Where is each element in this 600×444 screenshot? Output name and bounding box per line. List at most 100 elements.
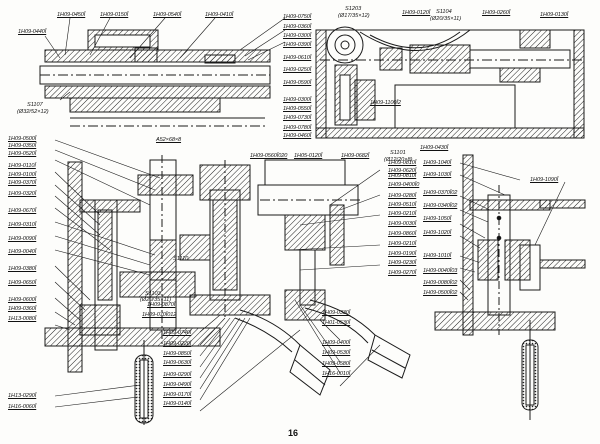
callout-label: 1H09-0630Ĭ <box>163 360 192 366</box>
standard-part-code: S1103 <box>145 291 161 297</box>
callout-label: 1H09-0100Ĭ <box>8 172 37 178</box>
callout-label: 1H09-0120Ĭ <box>402 10 431 16</box>
key-spec-label: A52×68×8 <box>156 137 182 143</box>
standard-part-spec: (Ø20/35×11) <box>430 16 462 22</box>
callout-label: 1H09-1050Ĭ <box>423 216 452 222</box>
callout-label: 1H09-0040Ĭ <box>8 249 37 255</box>
middle-left-section <box>44 155 221 373</box>
left-handle <box>134 340 154 425</box>
callout-label: 1H09-0500Ĭ02 <box>423 290 458 296</box>
callout-label: 1H09-0260Ĭ <box>482 10 511 16</box>
callout-label: 1H09-0290Ĭ <box>163 372 192 378</box>
callout-label: 1H09-0300Ĭ <box>283 33 312 39</box>
callout-label: 1H09-0340Ĭ02 <box>423 203 458 209</box>
page-number: 16 <box>288 428 299 438</box>
callout-label: 1H09-0080Ĭ02 <box>423 280 458 286</box>
callout-label: 1H09-0210Ĭ <box>388 211 417 217</box>
callout-label: 1H13-0290Ĭ <box>8 393 37 399</box>
callout-label: 1H09-0030Ĭ <box>388 221 417 227</box>
standard-part-spec: (Ø17/35×12) <box>338 13 370 19</box>
callout-label: 1H16-0060Ĭ <box>8 404 37 410</box>
callout-label: 1H09-0300Ĭ <box>283 97 312 103</box>
callout-label: 1H09-0380Ĭ <box>8 266 37 272</box>
callout-label: 1H09-070Ĭ012 <box>142 312 177 318</box>
callout-label: 1H09-0170Ĭ <box>163 392 192 398</box>
callout-label: 1H09-0490Ĭ <box>163 382 192 388</box>
callout-label: 1H16-0010Ĭ <box>322 371 351 377</box>
callout-label: 1H09-0400Ĭ <box>322 340 351 346</box>
callout-label: 1H09-0870Ĭ <box>147 302 176 308</box>
callout-label: 1H09-0330Ĭ <box>322 310 351 316</box>
standard-part-spec: (Ø32/52×12) <box>17 109 49 115</box>
standard-part-code: S1101 <box>390 150 406 156</box>
callout-label: 1H09-0400Ĭ0 <box>388 182 420 188</box>
callout-label: 1H09-0110Ĭ <box>8 163 36 169</box>
callout-label: 1H09-0650Ĭ <box>8 280 37 286</box>
callout-label: 1H09-0230Ĭ <box>388 260 417 266</box>
callout-label: 1H09-0410Ĭ <box>205 12 234 18</box>
leader-lines <box>44 17 566 412</box>
standard-part-code: S1104 <box>436 9 452 15</box>
standard-part-spec: (Ø12/20×8) <box>384 157 413 163</box>
callout-label: 1H09-0190Ĭ <box>388 251 417 257</box>
callout-label: 1H09-0450Ĭ <box>57 12 86 18</box>
callout-label: 1H09-0850Ĭ <box>163 351 192 357</box>
callout-label: 1H09-1100Ĭ2 <box>370 100 401 106</box>
callout-label: 1H09-0130Ĭ <box>540 12 569 18</box>
callout-label: 1H05-0120Ĭ <box>294 153 323 159</box>
callout-label: 1H09-0390Ĭ <box>283 42 312 48</box>
right-section <box>434 154 586 420</box>
callout-label: 1H09-0150Ĭ <box>100 12 129 18</box>
bent-lever-handles <box>234 299 411 396</box>
callout-label: 1H09-0310Ĭ <box>8 222 37 228</box>
top-left-shaft-assembly <box>39 29 271 127</box>
callout-label: 1H09-0210Ĭ <box>388 241 417 247</box>
callout-label: 1H09-0610Ĭ <box>283 55 312 61</box>
callout-label: 1H09-0670Ĭ <box>8 208 37 214</box>
callout-label: 1H09-0810Ĭ <box>388 173 417 179</box>
callout-label: 1H09-0500Ĭ <box>8 136 37 142</box>
callout-label: 1H09-0320Ĭ <box>8 191 37 197</box>
callout-label: 1H09-0460Ĭ <box>283 133 312 139</box>
standard-part-spec: (Ø20/35×11) <box>140 297 172 303</box>
callout-label: 1H09-0040Ĭ03 <box>423 268 458 274</box>
callout-label: 1H09-1040Ĭ <box>423 160 452 166</box>
callout-label: 1H09-0350Ĭ <box>8 143 37 149</box>
callout-label: 1H09-0270Ĭ <box>388 270 417 276</box>
callout-label: 1H13-0080Ĭ <box>8 316 37 322</box>
callout-label: 1H09-0370Ĭ <box>8 180 37 186</box>
callout-label: 1H09-0682Ĭ <box>341 153 370 159</box>
callout-label: 1H09-0780Ĭ <box>283 125 312 131</box>
callout-label: 1H09-0580Ĭ <box>322 361 351 367</box>
callout-label: 1H09-0220Ĭ <box>163 341 192 347</box>
callout-label: 1H09-0430Ĭ <box>420 145 449 151</box>
standard-part-code: S1203 <box>345 6 362 12</box>
callout-label: 1H09-0370Ĭ02 <box>423 190 458 196</box>
callout-label: 1H09-0600Ĭ <box>8 297 37 303</box>
callout-label: 1H09-1030Ĭ <box>423 172 452 178</box>
callout-label: 1H09-0750Ĭ <box>283 14 312 20</box>
callout-label: 1H09-0590Ĭ <box>283 80 312 86</box>
callout-label: 1H09-0510Ĭ <box>388 202 417 208</box>
callout-label: 1H01-0530Ĭ <box>322 320 351 326</box>
callout-label: 1H09-0740Ĭ <box>163 330 192 336</box>
callout-label: 1H09-0860Ĭ <box>388 231 417 237</box>
callout-label: 1H09-0810Ĭ <box>388 160 417 166</box>
callout-label: 1H09-1010Ĭ <box>423 253 452 259</box>
callout-label: 1H09-0360Ĭ <box>283 24 312 30</box>
callout-label: 1H09-0620Ĭ <box>388 168 417 174</box>
callout-label: 1H09-0560Ĭ020 <box>250 153 288 159</box>
callout-label: 1H09-0250Ĭ <box>283 67 312 73</box>
top-right-housing <box>315 26 585 139</box>
callout-label: 1H09-0440Ĭ <box>18 29 47 35</box>
callout-label: 1H09-1020Ĭ <box>423 230 452 236</box>
callout-label: 1H09-0140Ĭ <box>163 401 192 407</box>
callout-label: 1H09-0360Ĭ <box>8 306 37 312</box>
standard-part-code: S1110 <box>173 256 189 262</box>
callout-label: 1H09-0730Ĭ <box>283 115 312 121</box>
callout-label: 1H09-1090Ĭ <box>530 177 559 183</box>
callout-label: 1H09-0540Ĭ <box>153 12 182 18</box>
central-gear-assembly <box>179 159 360 321</box>
